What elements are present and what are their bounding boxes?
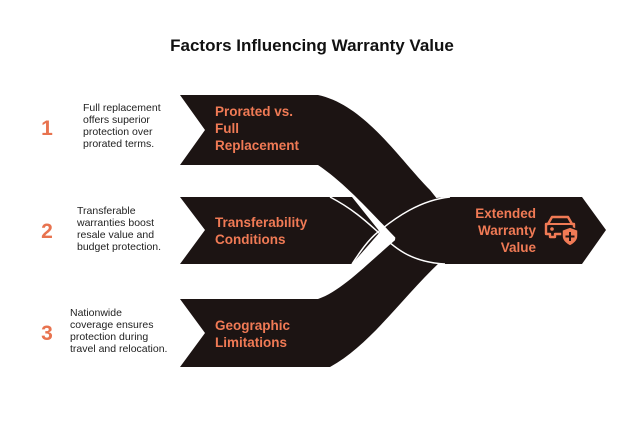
description-line: Full replacement [83, 102, 161, 114]
label-line: Limitations [215, 335, 288, 350]
label-line: Value [500, 240, 536, 255]
factor-description: Full replacement offers superior protect… [83, 102, 161, 150]
factor-number: 1 [41, 117, 53, 140]
factor-number: 2 [41, 220, 53, 243]
label-line: Extended [475, 206, 536, 221]
branch-top-shape [180, 95, 470, 262]
separator-curve-bottom [351, 196, 451, 265]
description-line: travel and relocation. [70, 343, 168, 355]
label-line: Transferability [215, 215, 308, 230]
description-line: Nationwide [70, 307, 122, 319]
label-line: Warranty [477, 223, 536, 238]
description-line: prorated terms. [83, 138, 155, 150]
description-line: budget protection. [77, 241, 162, 253]
branch-middle-shape [180, 197, 380, 264]
result-label: Extended Warranty Value [440, 205, 536, 256]
description-line: coverage ensures [70, 319, 154, 331]
label-line: Geographic [215, 318, 291, 333]
factor-number: 3 [41, 322, 53, 345]
label-line: Replacement [215, 138, 300, 153]
factor-label: Transferability Conditions [215, 214, 307, 248]
factor-label: Prorated vs. Full Replacement [215, 103, 299, 154]
diagram-title: Factors Influencing Warranty Value [170, 36, 454, 55]
label-line: Conditions [215, 232, 286, 247]
description-line: protection during [70, 331, 149, 343]
label-line: Full [215, 121, 239, 136]
label-line: Prorated vs. [215, 104, 294, 119]
description-line: resale value and [77, 229, 155, 241]
description-line: protection over [83, 126, 153, 138]
factor-label: Geographic Limitations [215, 317, 290, 351]
factor-description: Nationwide coverage ensures protection d… [70, 307, 167, 355]
factor-description: Transferable warranties boost resale val… [77, 205, 161, 253]
description-line: warranties boost [77, 217, 155, 229]
description-line: Transferable [77, 205, 136, 217]
description-line: offers superior [83, 114, 150, 126]
branch-bottom-shape [180, 228, 440, 367]
result-arrow-shape [395, 197, 606, 264]
car-shield-icon [544, 215, 579, 247]
